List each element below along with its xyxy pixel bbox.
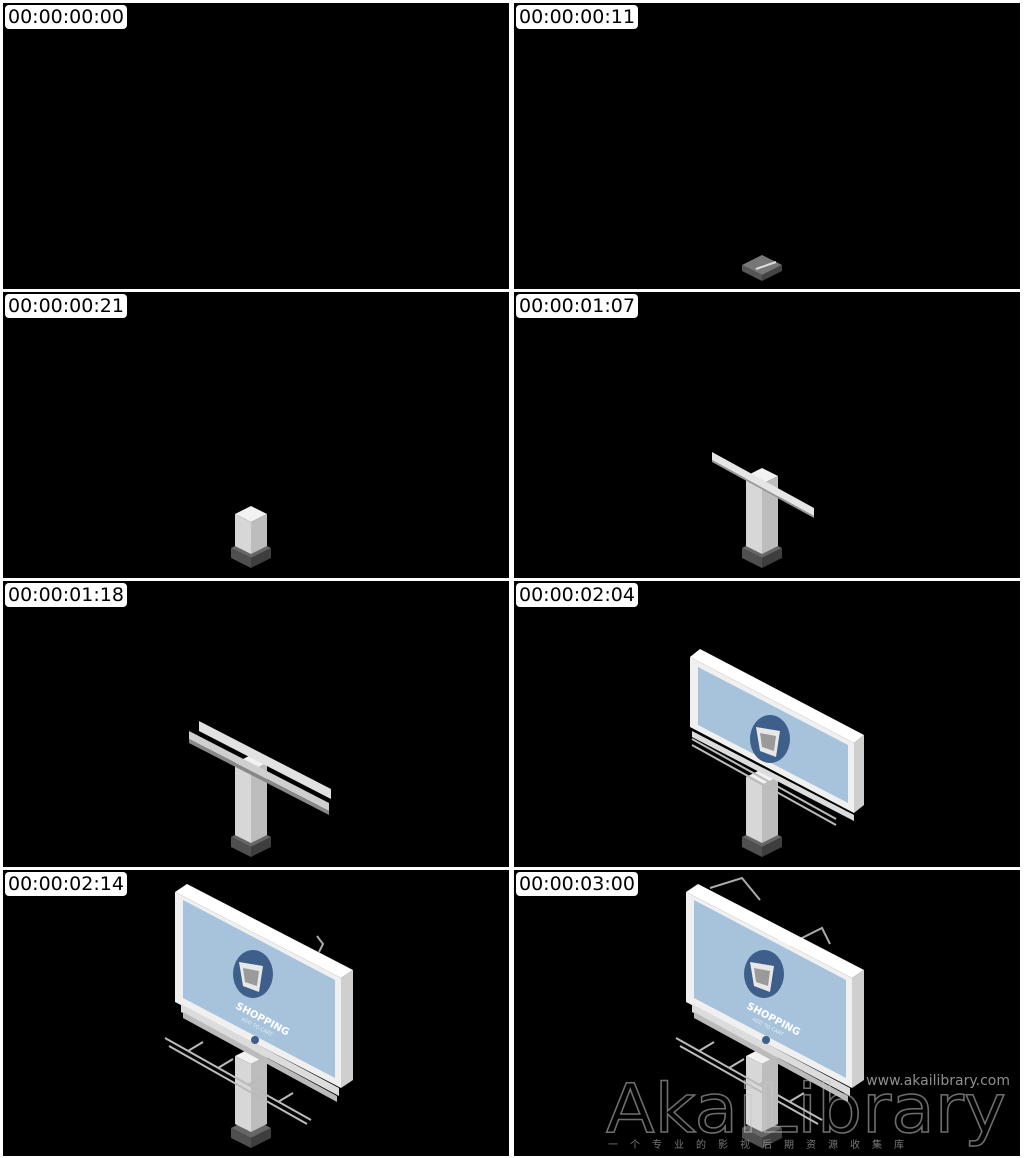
- timecode-label: 00:00:02:04: [516, 583, 638, 607]
- watermark-tagline: 一个专业的影视后期资源收集库: [608, 1140, 916, 1151]
- billboard-catwalk: [691, 738, 837, 826]
- frame-7: SHOPPING ADD TO CART 00:00:02:14: [3, 870, 509, 1156]
- billboard-base: [742, 255, 782, 281]
- timecode-label: 00:00:03:00: [516, 872, 638, 896]
- cart-logo: [750, 715, 790, 763]
- billboard-crossbar: [189, 721, 331, 815]
- cart-logo: [233, 950, 273, 998]
- timecode-label: 00:00:02:14: [5, 872, 127, 896]
- frame-5: 00:00:01:18: [3, 581, 509, 867]
- billboard-catwalk: [675, 1037, 823, 1125]
- billboard-pole: [746, 769, 778, 843]
- billboard-scene: SHOPPING ADD TO CART: [675, 876, 864, 1148]
- frame-4: 00:00:01:07: [514, 292, 1020, 578]
- billboard-scene: [231, 506, 271, 568]
- timecode-label: 00:00:01:07: [516, 294, 638, 318]
- timecode-label: 00:00:00:21: [5, 294, 127, 318]
- frame-3: 00:00:00:21: [3, 292, 509, 578]
- frame-1: 00:00:00:00: [3, 3, 509, 289]
- small-logo-icon: [251, 1036, 259, 1044]
- billboard-scene: [712, 452, 814, 568]
- frame-6: 00:00:02:04: [514, 581, 1020, 867]
- watermark-url: www.akailibrary.com: [866, 1073, 1010, 1089]
- billboard-scene: SHOPPING ADD TO CART: [164, 884, 353, 1148]
- small-logo-icon: [762, 1036, 770, 1044]
- timecode-label: 00:00:00:00: [5, 5, 127, 29]
- billboard-pole: [235, 506, 267, 554]
- billboard-scene: [690, 649, 864, 857]
- cart-logo: [744, 950, 784, 998]
- billboard-pole: [746, 1048, 778, 1132]
- frame-8: SHOPPING ADD TO CART 00:00:03:00: [514, 870, 1020, 1156]
- timecode-label: 00:00:00:11: [516, 5, 638, 29]
- billboard-catwalk: [164, 1037, 312, 1125]
- billboard-crossbar: [712, 452, 814, 518]
- billboard-scene: [189, 721, 331, 857]
- timecode-label: 00:00:01:18: [5, 583, 127, 607]
- billboard-scene: [742, 255, 782, 281]
- frame-2: 00:00:00:11: [514, 3, 1020, 289]
- spotlight-arm: [316, 935, 325, 953]
